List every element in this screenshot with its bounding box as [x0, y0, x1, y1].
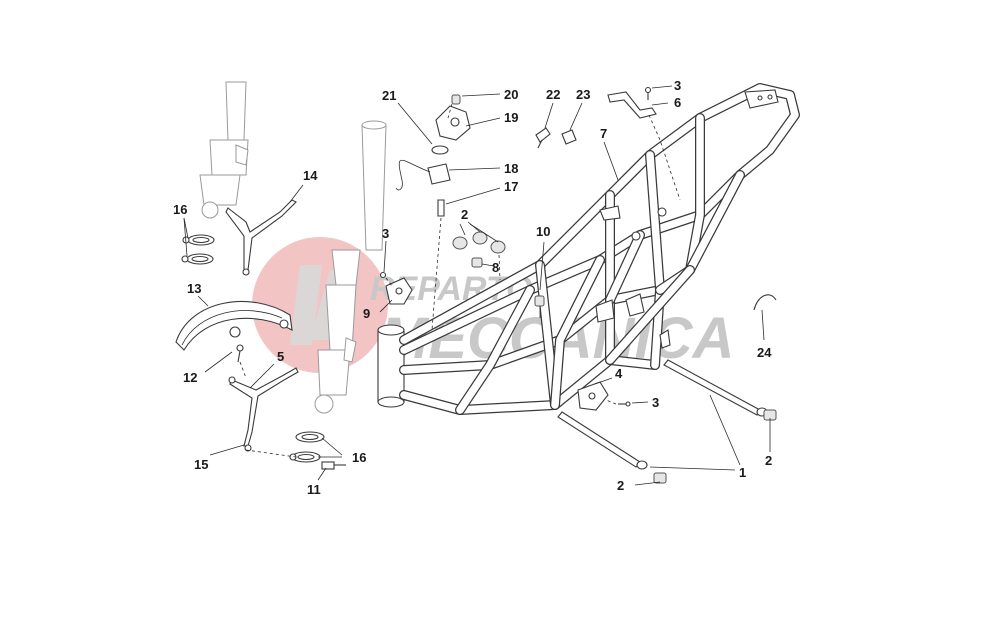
fork-clamp-upper-left	[181, 234, 215, 265]
callout-3: 3	[674, 78, 681, 93]
callout-labels: 1 2 2 2 3 3 3 4 5 6 7 8 9 10 11 12 13 14…	[173, 78, 772, 497]
nut-8	[471, 257, 483, 268]
fork-leg-left	[199, 81, 249, 219]
main-frame	[377, 83, 800, 415]
leader-lines	[183, 85, 771, 486]
callout-16: 16	[173, 202, 187, 217]
callout-10: 10	[536, 224, 550, 239]
callout-16: 16	[352, 450, 366, 465]
nut-23	[561, 129, 577, 145]
fork-leg-right	[314, 120, 387, 414]
callout-22: 22	[546, 87, 560, 102]
fender-bracket-upper	[225, 199, 297, 276]
callout-5: 5	[277, 349, 284, 364]
callout-20: 20	[504, 87, 518, 102]
callout-14: 14	[303, 168, 318, 183]
screw-3-lower	[618, 401, 631, 407]
nut-2-bottom	[653, 472, 667, 484]
nut-20	[451, 94, 461, 105]
screw-10	[534, 295, 545, 318]
bracket-6	[607, 91, 657, 119]
callout-4: 4	[615, 366, 623, 381]
callout-21: 21	[382, 88, 396, 103]
bolt-11	[321, 461, 346, 470]
callout-17: 17	[504, 179, 518, 194]
callout-24: 24	[757, 345, 772, 360]
screw-12	[236, 344, 244, 363]
pin-17	[437, 199, 445, 217]
callout-2: 2	[765, 453, 772, 468]
front-fender	[175, 300, 293, 351]
sensor-18	[427, 163, 451, 185]
callout-12: 12	[183, 370, 197, 385]
callout-7: 7	[600, 126, 607, 141]
fork-clamp-lower-right	[289, 431, 325, 463]
assembly-axes	[239, 103, 681, 458]
callout-9: 9	[363, 306, 370, 321]
callout-2: 2	[617, 478, 624, 493]
callout-13: 13	[187, 281, 201, 296]
callout-18: 18	[504, 161, 518, 176]
screw-3-top	[644, 86, 652, 100]
screw-22	[535, 127, 551, 149]
callout-11: 11	[307, 482, 321, 497]
ring-21	[431, 145, 449, 155]
callout-23: 23	[576, 87, 590, 102]
callout-19: 19	[504, 110, 518, 125]
callout-3: 3	[382, 226, 389, 241]
fender-bracket-lower	[228, 367, 299, 452]
callout-1: 1	[739, 465, 746, 480]
bracket-9	[385, 277, 413, 305]
callout-6: 6	[674, 95, 681, 110]
sensor-assembly	[395, 94, 471, 217]
screw-3-left	[379, 271, 387, 279]
callout-3: 3	[652, 395, 659, 410]
callout-2: 2	[461, 207, 468, 222]
callout-8: 8	[492, 260, 499, 275]
clip-24	[753, 294, 777, 311]
long-bolt-lower	[557, 411, 648, 470]
callout-15: 15	[194, 457, 208, 472]
bushings-2	[452, 231, 506, 254]
